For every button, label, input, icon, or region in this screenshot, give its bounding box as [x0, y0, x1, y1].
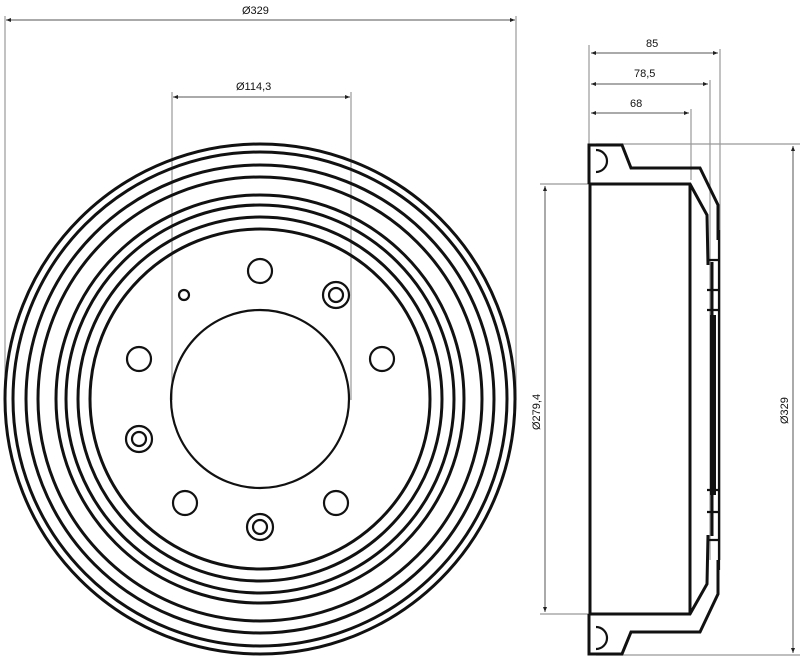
wheel-stud-holes — [125, 257, 396, 517]
outer-diameter-label: Ø329 — [242, 5, 269, 17]
center-bore — [169, 308, 351, 490]
small-locating-hole — [177, 288, 191, 302]
threaded-holes — [124, 280, 351, 542]
side-view: 85 78,5 68 Ø279,4 Ø329 — [531, 38, 800, 656]
outer-diameter-dimension: Ø329 — [4, 5, 517, 400]
front-view: Ø329 Ø114,3 — [3, 5, 517, 656]
side-outer-diameter-dimension: Ø329 — [596, 143, 800, 656]
inner-diameter-label: Ø279,4 — [531, 394, 543, 430]
depth-inner-label: 68 — [630, 98, 642, 110]
drum-grooves — [3, 142, 517, 656]
bolt-circle-dimension: Ø114,3 — [171, 81, 352, 400]
shoe-contact-band — [710, 315, 716, 495]
inner-diameter-dimension: Ø279,4 — [531, 183, 592, 615]
bolt-circle-label: Ø114,3 — [236, 81, 271, 93]
depth-mid-label: 78,5 — [634, 68, 655, 80]
depth-total-label: 85 — [646, 38, 658, 50]
drum-profile — [587, 143, 721, 656]
depth-dimensions: 85 78,5 68 — [588, 38, 721, 560]
side-outer-diameter-label: Ø329 — [779, 397, 791, 424]
